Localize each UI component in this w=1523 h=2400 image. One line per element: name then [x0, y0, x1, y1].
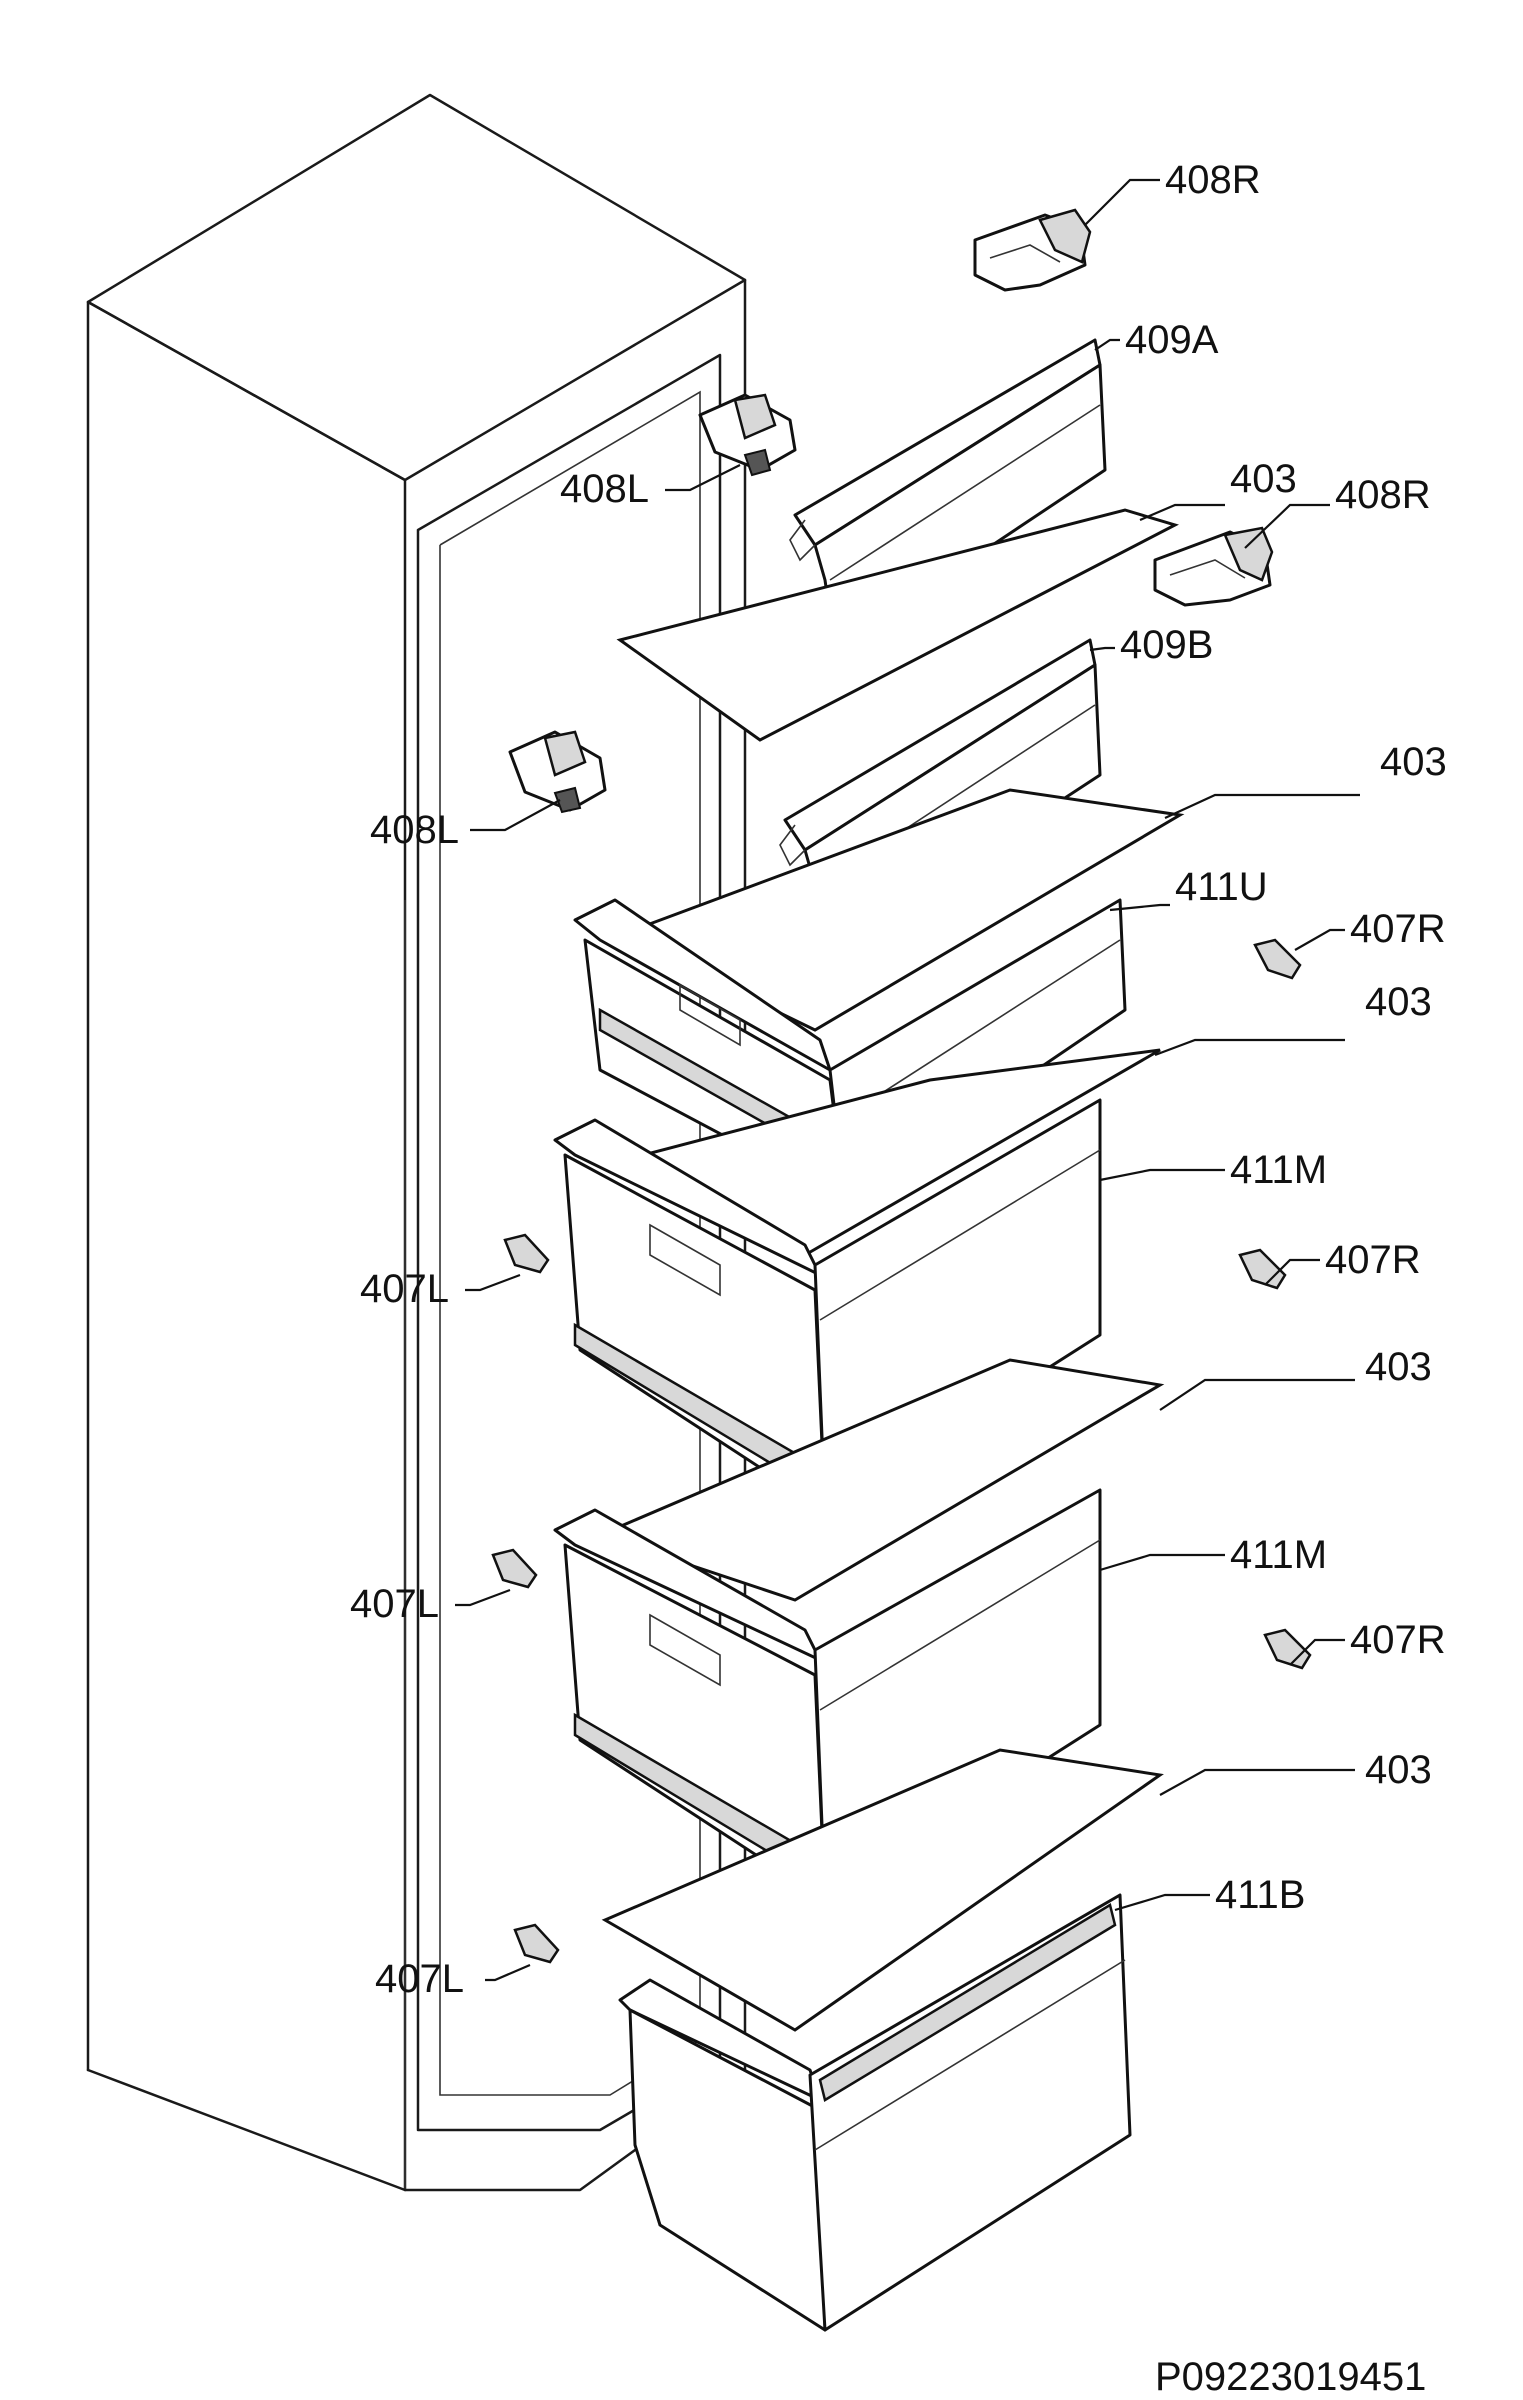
- label-403-4: 403: [1365, 1345, 1432, 1389]
- clip-407r-3: [1263, 1628, 1312, 1670]
- label-411m-1: 411M: [1230, 1148, 1327, 1192]
- label-407l-2: 407L: [350, 1582, 439, 1626]
- bracket-408r-mid: [1153, 526, 1274, 607]
- label-408r-top: 408R: [1165, 158, 1261, 202]
- label-411m-2: 411M: [1230, 1533, 1327, 1577]
- bracket-408l-mid: [508, 730, 607, 814]
- clip-407r-2: [1238, 1248, 1287, 1290]
- label-407l-3: 407L: [375, 1957, 464, 2001]
- label-411u: 411U: [1175, 865, 1268, 909]
- clip-407r-1: [1253, 938, 1302, 980]
- drawing-code: P09223019451: [1155, 2355, 1426, 2399]
- cabinet-outline: [86, 93, 747, 2192]
- label-408l-mid: 408L: [370, 808, 459, 852]
- clip-407l-3: [513, 1923, 560, 1964]
- label-407r-3: 407R: [1350, 1618, 1446, 1662]
- glass-shelf-403-1: [616, 508, 1179, 742]
- label-403-5: 403: [1365, 1748, 1432, 1792]
- bracket-408r-top: [973, 208, 1092, 292]
- clip-407l-2: [491, 1548, 538, 1589]
- bracket-408l-top: [698, 393, 797, 477]
- clip-407l-1: [503, 1233, 550, 1274]
- label-407l-1: 407L: [360, 1267, 449, 1311]
- label-409b: 409B: [1120, 623, 1213, 667]
- drawer-411m-1: [553, 1098, 1102, 1512]
- label-407r-1: 407R: [1350, 907, 1446, 951]
- part-labels: 408R 409A 408L 403 408R 409B 408L 403 41…: [350, 158, 1447, 2001]
- label-407r-2: 407R: [1325, 1238, 1421, 1282]
- label-403-1: 403: [1230, 457, 1297, 501]
- drawer-411b: [618, 1893, 1132, 2332]
- glass-shelf-403-4: [595, 1358, 1165, 1602]
- leader-lines: [455, 178, 1360, 1982]
- label-408l-top: 408L: [560, 467, 649, 511]
- label-411b: 411B: [1215, 1873, 1305, 1917]
- label-403-2: 403: [1380, 740, 1447, 784]
- label-403-3: 403: [1365, 980, 1432, 1024]
- label-408r-mid: 408R: [1335, 473, 1431, 517]
- label-409a: 409A: [1125, 318, 1219, 362]
- glass-shelf-403-5: [601, 1748, 1164, 2032]
